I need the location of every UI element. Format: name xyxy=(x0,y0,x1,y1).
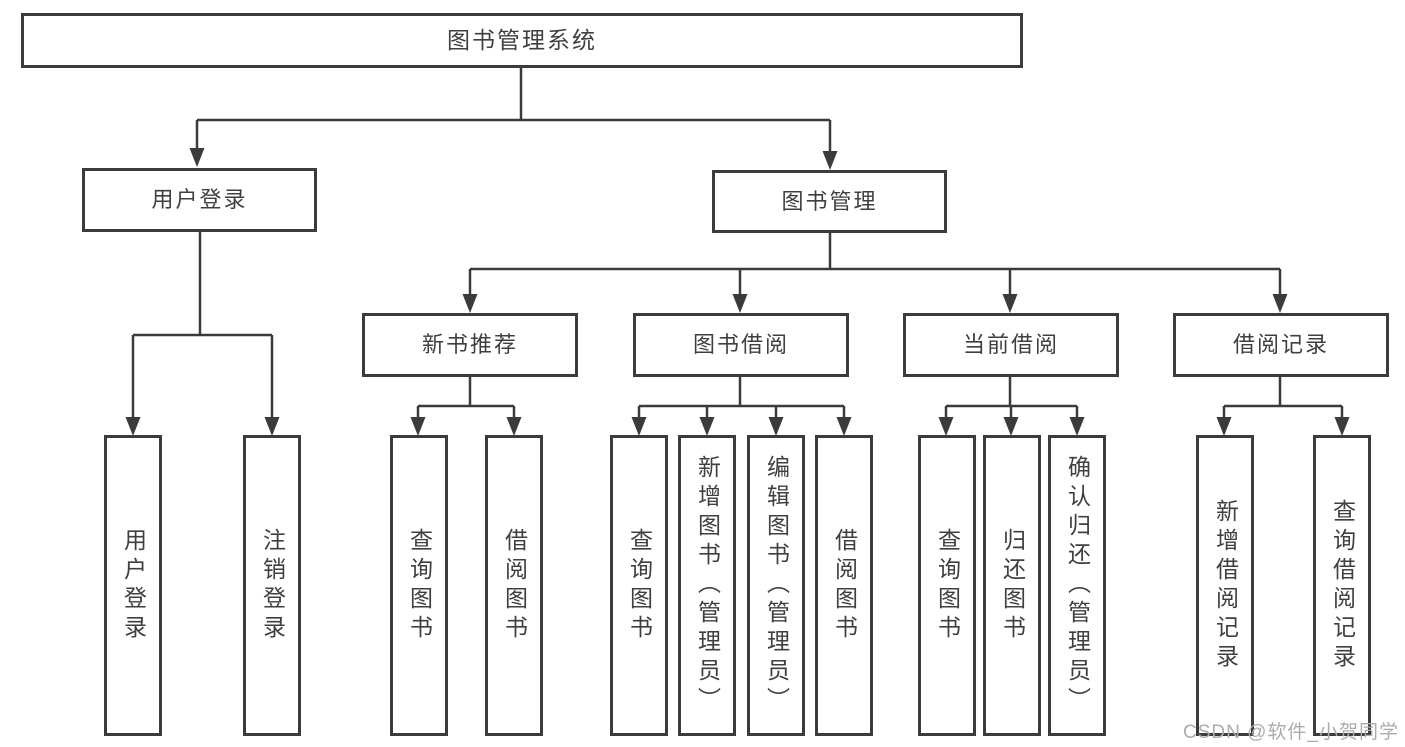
arrow-icon xyxy=(410,417,426,436)
arrow-icon xyxy=(1216,417,1232,436)
connector-root xyxy=(195,68,832,155)
arrow-icon xyxy=(732,294,748,313)
connector-records xyxy=(1222,377,1344,420)
arrow-icon xyxy=(699,417,715,436)
connector-newbook xyxy=(416,377,516,420)
watermark: CSDN @软件_小贺同学 xyxy=(1183,722,1399,743)
connector-user-branch xyxy=(131,232,274,420)
arrow-icon xyxy=(1069,417,1085,436)
arrow-icon xyxy=(631,417,647,436)
leaf-confirm-return-admin: 确认归还（管理员） xyxy=(1048,435,1106,736)
leaf-borrow-books-1: 借阅图书 xyxy=(485,435,543,736)
node-borrow-records: 借阅记录 xyxy=(1173,313,1389,377)
leaf-query-books-2: 查询图书 xyxy=(610,435,668,736)
arrow-icon xyxy=(189,148,205,167)
connector-borrow xyxy=(637,377,846,420)
arrow-icon xyxy=(506,417,522,436)
arrow-icon xyxy=(1272,294,1288,313)
node-new-book-recommend: 新书推荐 xyxy=(362,313,578,377)
arrow-icon xyxy=(836,417,852,436)
leaf-query-books-1: 查询图书 xyxy=(390,435,448,736)
arrow-icon xyxy=(1334,417,1350,436)
arrow-icon xyxy=(768,417,784,436)
arrow-icon xyxy=(1003,417,1019,436)
arrow-icon xyxy=(938,417,954,436)
leaf-add-book-admin: 新增图书（管理员） xyxy=(678,435,736,736)
arrow-icon xyxy=(822,151,838,170)
leaf-add-borrow-record: 新增借阅记录 xyxy=(1196,435,1254,736)
arrow-icon xyxy=(264,417,280,436)
leaf-borrow-books-2: 借阅图书 xyxy=(815,435,873,736)
arrow-icon xyxy=(1002,294,1018,313)
node-root: 图书管理系统 xyxy=(21,13,1023,68)
node-book-borrow: 图书借阅 xyxy=(633,313,849,377)
leaf-edit-book-admin: 编辑图书（管理员） xyxy=(747,435,805,736)
arrow-icon xyxy=(125,417,141,436)
leaf-query-books-3: 查询图书 xyxy=(918,435,976,736)
connector-management-branch xyxy=(468,233,1282,296)
node-current-borrow: 当前借阅 xyxy=(903,313,1119,377)
connector-current xyxy=(944,377,1079,420)
leaf-return-books: 归还图书 xyxy=(983,435,1041,736)
node-book-management: 图书管理 xyxy=(712,170,947,233)
leaf-query-borrow-record: 查询借阅记录 xyxy=(1313,435,1371,736)
node-user-login: 用户登录 xyxy=(82,168,317,232)
leaf-user-login: 用户登录 xyxy=(104,435,162,736)
arrow-icon xyxy=(462,294,478,313)
leaf-logout: 注销登录 xyxy=(243,435,301,736)
